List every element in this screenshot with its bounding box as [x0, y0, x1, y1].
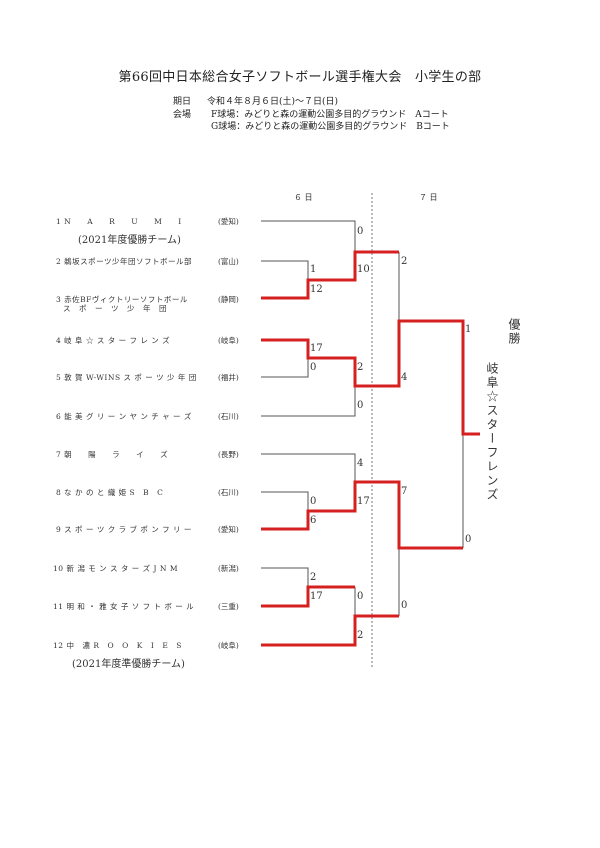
team-seed: 6	[56, 412, 62, 421]
team-9: 9 ス ポ ー ツ ク ラ ブ ポ ン フ リ ー	[56, 524, 192, 535]
team-name: 赤佐BFヴィクトリーソフトボール	[64, 295, 188, 304]
team-5: 5 敦 賀 W-WINS ス ポ ー ツ 少 年 団	[56, 372, 197, 383]
team-10-pref: (新潟)	[218, 564, 239, 573]
team-10: 10 新 潟 モ ン ス タ ー ズ J N M	[53, 563, 178, 574]
team-12-note: (2021年度準優勝チーム)	[72, 659, 185, 670]
team-11-pref: (三重)	[218, 602, 239, 611]
team-seed: 5	[56, 373, 62, 382]
team-name: 鵜坂スポーツ少年団ソフトボール部	[64, 257, 193, 266]
team-2: 2 鵜坂スポーツ少年団ソフトボール部	[56, 256, 192, 267]
score-r1-t8: 0	[310, 496, 317, 507]
team-seed: 1	[56, 217, 62, 226]
team-name: 新 潟 モ ン ス タ ー ズ J N M	[66, 564, 179, 573]
score-r2-t1: 0	[357, 226, 364, 237]
team-name: な か の と 織 姫 S B C	[64, 488, 164, 497]
team-name: 敦 賀 W-WINS ス ポ ー ツ 少 年 団	[64, 373, 197, 382]
team-3-pref: (静岡)	[218, 295, 239, 304]
champion-label: 優勝	[507, 318, 521, 346]
team-1-pref: (愛知)	[218, 217, 239, 226]
team-seed: 2	[56, 257, 62, 266]
score-r1-t5: 0	[310, 362, 317, 373]
team-2-pref: (富山)	[218, 257, 239, 266]
team-7-pref: (長野)	[218, 450, 239, 459]
score-sf-bottom-t9: 7	[401, 486, 408, 497]
team-6: 6 能 美 グ リ ー ン ヤ ン チ ャ ー ズ	[56, 411, 192, 422]
day-label-2: ７ 日	[419, 193, 438, 202]
team-7: 7 朝 陽 ラ イ ズ	[56, 449, 168, 460]
team-seed: 8	[56, 488, 62, 497]
loser-lines	[261, 220, 464, 616]
team-name: 岐 阜 ☆ ス タ ー フ レ ン ズ	[64, 336, 171, 345]
score-r1-t10: 2	[310, 572, 317, 583]
team-seed: 3	[56, 295, 62, 304]
score-r1-t3: 12	[310, 284, 323, 295]
team-name: 能 美 グ リ ー ン ヤ ン チ ャ ー ズ	[64, 412, 192, 421]
score-r2-t11: 0	[357, 591, 364, 602]
team-name: N A R U M I	[64, 217, 182, 226]
team-12-pref: (岐阜)	[218, 641, 239, 650]
team-seed: 11	[53, 602, 64, 611]
score-r2-t4: 2	[357, 362, 364, 373]
winner-lines	[261, 250, 480, 647]
score-final-t9: 0	[465, 534, 472, 545]
team-name: ス ポ ー ツ ク ラ ブ ポ ン フ リ ー	[64, 525, 192, 534]
score-r1-t9: 6	[310, 515, 317, 526]
team-1: 1 N A R U M I	[56, 216, 182, 227]
team-5-pref: (福井)	[218, 373, 239, 382]
score-r2-t7: 4	[357, 458, 364, 469]
score-r2-t12: 2	[357, 630, 364, 641]
period-label: 期日	[173, 97, 192, 107]
team-11: 11 明 和 ・ 雅 女 子 ソ フ ト ボ ー ル	[53, 601, 194, 612]
score-r1-t2: 1	[310, 264, 317, 275]
team-8: 8 な か の と 織 姫 S B C	[56, 487, 163, 498]
score-r2-t9: 17	[357, 496, 370, 507]
team-3: 3 赤佐BFヴィクトリーソフトボール	[56, 294, 188, 305]
team-8-pref: (石川)	[218, 488, 239, 497]
venue-1: F球場：みどりと森の運動公園多目的グラウンド Aコート	[211, 110, 449, 120]
day-label-1: ６ 日	[294, 193, 313, 202]
team-seed: 9	[56, 525, 62, 534]
team-4-pref: (岐阜)	[218, 336, 239, 345]
score-r1-t4: 17	[310, 343, 323, 354]
score-r1-t11: 17	[310, 591, 323, 602]
team-seed: 12	[53, 641, 64, 650]
score-sf-top-t3: 2	[401, 256, 408, 267]
score-sf-top-t4: 4	[401, 372, 408, 383]
team-seed: 10	[53, 564, 64, 573]
period-value: 令和４年８月６日(土)～７日(日)	[207, 97, 339, 107]
team-name: 朝 陽 ラ イ ズ	[64, 450, 169, 459]
score-sf-bottom-t12: 0	[401, 600, 408, 611]
score-r2-t6: 0	[357, 400, 364, 411]
score-r2-t3: 10	[357, 264, 370, 275]
team-seed: 7	[56, 450, 62, 459]
team-3-name-line2: ス ポ ー ツ 少 年 団	[63, 304, 167, 313]
page-title: 第66回中日本総合女子ソフトボール選手権大会 小学生の部	[118, 70, 482, 85]
team-name: 明 和 ・ 雅 女 子 ソ フ ト ボ ー ル	[66, 602, 195, 611]
team-9-pref: (愛知)	[218, 525, 239, 534]
venue-label: 会場	[173, 110, 192, 120]
venue-2: G球場：みどりと森の運動公園多目的グラウンド Bコート	[211, 122, 450, 132]
team-4: 4 岐 阜 ☆ ス タ ー フ レ ン ズ	[56, 335, 170, 346]
team-12: 12 中 濃 R O O K I E S	[53, 640, 182, 651]
score-final-t4: 1	[465, 324, 472, 335]
team-6-pref: (石川)	[218, 412, 239, 421]
team-name: 中 濃 R O O K I E S	[66, 641, 182, 650]
team-seed: 4	[56, 336, 62, 345]
team-1-note: (2021年度優勝チーム)	[78, 235, 181, 246]
champion-team: 岐阜☆スターフレンズ	[485, 362, 499, 502]
